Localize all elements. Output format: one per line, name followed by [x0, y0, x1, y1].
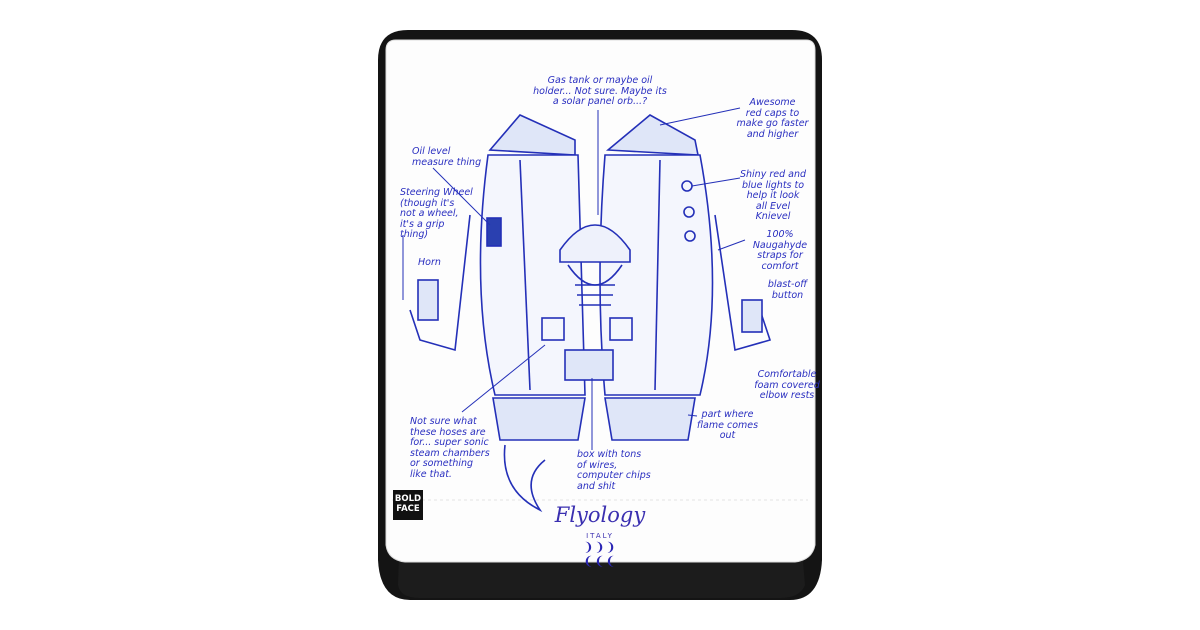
jetpack-sketch — [402, 107, 772, 513]
annotation-hoses: Not sure what these hoses are for... sup… — [410, 416, 490, 480]
annotation-blast-off: blast-off button — [767, 279, 808, 301]
annotation-red-caps: Awesome red caps to make go faster and h… — [736, 97, 809, 140]
bold-face-tag: BOLD FACE — [393, 490, 423, 520]
laurel-icon: ❩❩❩ ❨❨❨ — [583, 540, 617, 568]
annotation-horn: Horn — [418, 257, 441, 268]
brand-country: ITALY — [586, 532, 614, 540]
annotation-oil-level: Oil level measure thing — [412, 146, 482, 168]
annotation-box: box with tons of wires, computer chips a… — [577, 449, 651, 492]
annotation-elbow-rests: Comfortable foam covered elbow rests — [754, 369, 820, 401]
annotation-steering: Steering Wheel (though it's not a wheel,… — [400, 187, 473, 240]
annotation-flame: part where flame comes out — [696, 409, 759, 441]
annotation-gas-tank: Gas tank or maybe oil holder... Not sure… — [533, 75, 667, 107]
annotation-lights: Shiny red and blue lights to help it loo… — [739, 169, 807, 222]
brand-name: Flyology — [554, 503, 646, 527]
annotation-straps: 100% Naugahyde straps for comfort — [752, 229, 808, 272]
